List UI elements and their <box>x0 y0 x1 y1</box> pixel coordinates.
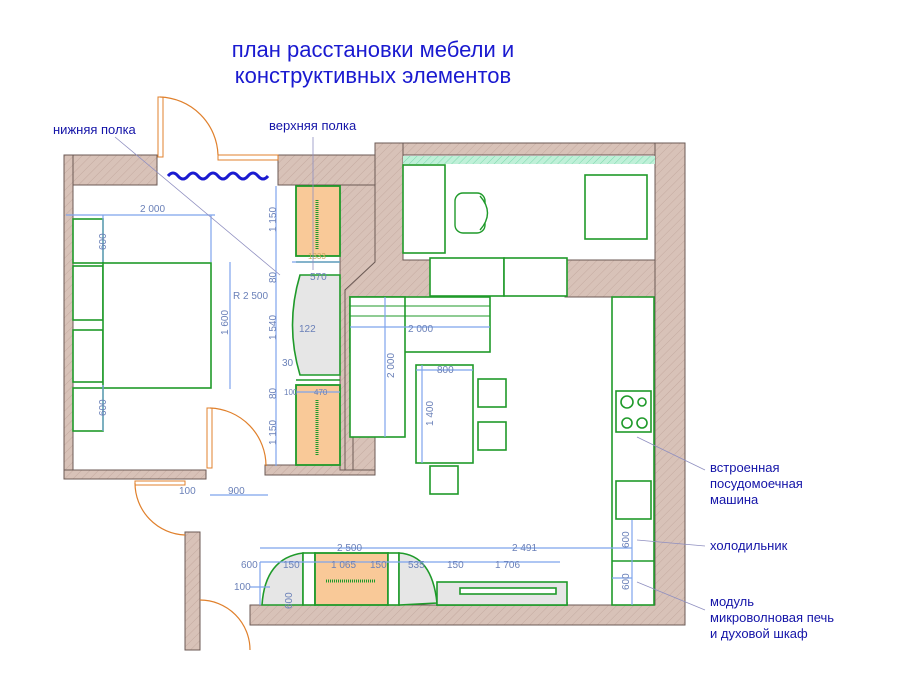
nightstand-bottom <box>72 387 104 432</box>
desk <box>402 164 446 254</box>
dim-table-width: 800 <box>437 365 454 376</box>
dim-b150c: 150 <box>447 560 464 571</box>
dim-radius: R 2 500 <box>233 291 268 302</box>
dim-b1065: 1 065 <box>331 560 356 571</box>
chair <box>477 421 507 451</box>
bed <box>102 262 212 389</box>
title-line-1: план расстановки мебели и <box>232 37 514 62</box>
dim-2500: 2 500 <box>337 543 362 554</box>
dim-fridge-600: 600 <box>621 531 632 548</box>
chair <box>477 378 507 408</box>
annotations: нижняя полка верхняя полка встроенная по… <box>53 118 834 641</box>
chair <box>429 465 459 495</box>
title-line-2: конструктивных элементов <box>235 63 511 88</box>
dim-door-offset: 100 <box>179 486 196 497</box>
dim-b150a: 150 <box>283 560 300 571</box>
dim-wardrobe-top: 1 150 <box>268 207 279 232</box>
doors-windows <box>134 96 279 651</box>
dim-b535: 535 <box>408 560 425 571</box>
dimension-labels: 2 000 600 1 600 600 R 2 500 1 150 80 1 5… <box>98 204 632 609</box>
label-module-1: модуль <box>710 594 754 609</box>
dim-b600v: 600 <box>284 592 295 609</box>
office-chair-icon <box>454 192 489 234</box>
dim-nightstand-top: 600 <box>98 233 109 250</box>
dining-table <box>415 364 474 464</box>
dim-100: 100 <box>284 388 298 397</box>
label-fridge: холодильник <box>710 538 788 553</box>
dimension-lines <box>66 186 633 605</box>
dim-gap-top: 80 <box>268 271 279 283</box>
dim-b600: 600 <box>241 560 258 571</box>
label-upper-shelf: верхняя полка <box>269 118 357 133</box>
dim-570: 570 <box>310 272 327 283</box>
label-module-2: микроволновая печь <box>710 610 834 625</box>
corner-sofa <box>349 296 491 438</box>
label-dishwasher-2: посудомоечная <box>710 476 803 491</box>
dim-122: 122 <box>299 324 316 335</box>
dim-b1706: 1 706 <box>495 560 520 571</box>
dim-table-length: 1 400 <box>425 401 436 426</box>
dim-sofa-side: 2 000 <box>386 353 397 378</box>
armchair <box>584 174 648 240</box>
dim-b100: 100 <box>234 582 251 593</box>
dim-2491: 2 491 <box>512 543 537 554</box>
dim-bed-length: 2 000 <box>140 204 165 215</box>
dim-1333: 1333 <box>308 252 326 261</box>
kitchen-counter <box>611 296 655 606</box>
dim-b150b: 150 <box>370 560 387 571</box>
label-lower-shelf: нижняя полка <box>53 122 137 137</box>
curved-shelf <box>291 274 341 376</box>
dim-30: 30 <box>282 358 294 369</box>
bedroom-furniture <box>72 185 341 466</box>
label-dishwasher-1: встроенная <box>710 460 780 475</box>
label-module-3: и духовой шкаф <box>710 626 808 641</box>
dim-middle: 1 540 <box>268 315 279 340</box>
dim-gap-bottom: 80 <box>268 387 279 399</box>
dim-wardrobe-bottom: 1 150 <box>268 420 279 445</box>
label-dishwasher-3: машина <box>710 492 759 507</box>
dim-bed-width: 1 600 <box>220 310 231 335</box>
radiator-icon <box>166 171 270 181</box>
dim-nightstand-bottom: 600 <box>98 399 109 416</box>
dim-sofa-length: 2 000 <box>408 324 433 335</box>
dishwasher <box>615 480 652 520</box>
dim-470: 470 <box>314 388 328 397</box>
dim-door-width: 900 <box>228 486 245 497</box>
dim-module-600: 600 <box>621 573 632 590</box>
